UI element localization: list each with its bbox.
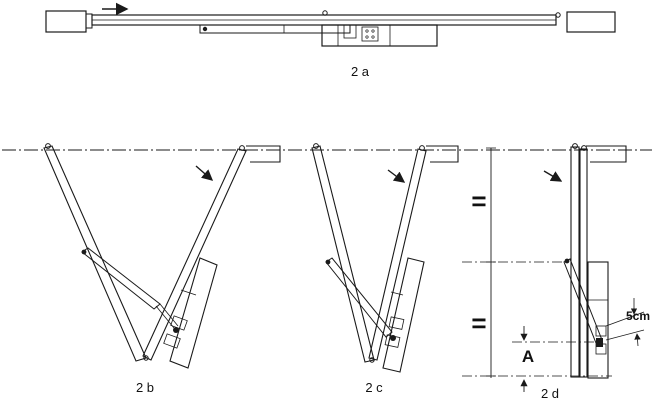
- panel-label-2a: 2 a: [351, 64, 370, 79]
- wall-right-2a: [566, 11, 616, 33]
- closer-arm-2a: [199, 24, 351, 34]
- equal-sign-lower: =: [471, 308, 486, 338]
- panel-label-2c: 2 c: [365, 380, 383, 395]
- wall-left-2a: [45, 10, 87, 33]
- panel-label-2b: 2 b: [136, 380, 154, 395]
- offset-5cm-label: 5cm: [626, 309, 650, 323]
- panel-2a: 2 a: [45, 2, 616, 79]
- closer-body-2b: [169, 257, 218, 369]
- dimension-a-label: A: [522, 347, 534, 366]
- closer-arm-2b: [81, 247, 161, 310]
- closer-arm-2c: [325, 257, 393, 338]
- panel-label-2d: 2 d: [541, 386, 559, 401]
- door-leaf-left-2c: [311, 145, 375, 363]
- panel-2c: 2 c: [311, 143, 459, 395]
- closer-body-2a: [321, 24, 438, 47]
- hinge-bracket-2a: [85, 13, 93, 29]
- closer-body-2c: [382, 257, 425, 373]
- door-leaf-2d: [570, 146, 580, 378]
- direction-arrow-2c: [387, 169, 406, 183]
- panel-2d: = = A 5cm 2 d: [462, 143, 650, 401]
- closer-body-2d: [587, 261, 609, 379]
- panel-2b: 2 b: [43, 143, 281, 395]
- equal-sign-upper: =: [471, 186, 486, 216]
- direction-arrow-2d: [543, 170, 563, 182]
- door-leaf-right-2b: [142, 148, 247, 361]
- direction-arrow-2b: [195, 165, 214, 181]
